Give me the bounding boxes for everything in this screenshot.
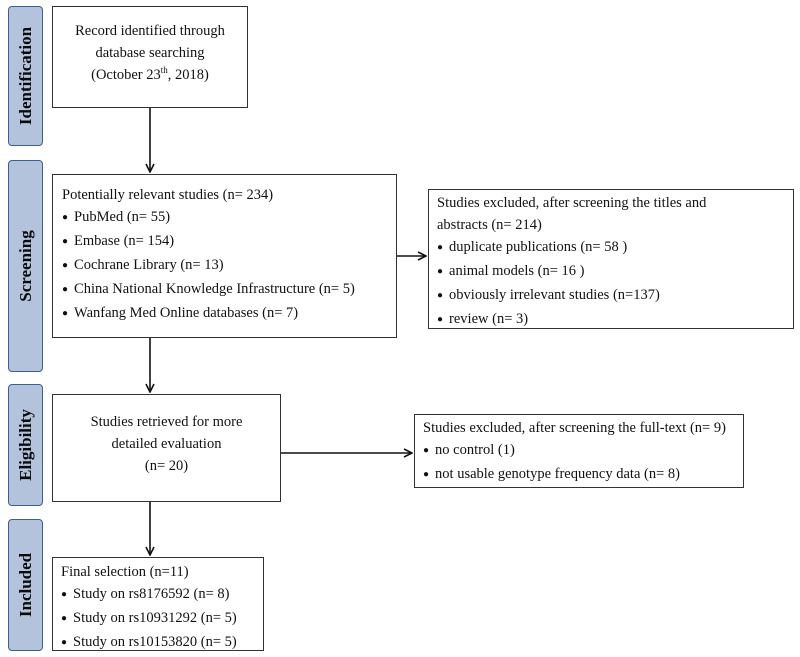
phase-screening: Screening <box>8 160 43 372</box>
screening-item-cochrane: Cochrane Library (n= 13) <box>62 254 396 278</box>
identification-date: (October 23th, 2018) <box>91 65 209 83</box>
screening-excluded-heading-2: abstracts (n= 214) <box>437 217 542 233</box>
identification-line-1: Record identified through <box>75 23 225 39</box>
eligibility-box: Studies retrieved for more detailed eval… <box>52 394 281 502</box>
eligibility-excluded-box: Studies excluded, after screening the fu… <box>414 414 744 488</box>
phase-included: Included <box>8 519 43 651</box>
screening-excluded-box: Studies excluded, after screening the ti… <box>428 189 794 329</box>
excluded-item-irrelevant: obviously irrelevant studies (n=137) <box>437 284 793 308</box>
included-box: Final selection (n=11) Study on rs817659… <box>52 557 264 651</box>
excluded-item-no-control: no control (1) <box>423 439 743 463</box>
eligibility-excluded-heading: Studies excluded, after screening the fu… <box>423 420 726 436</box>
phase-identification: Identification <box>8 6 43 146</box>
included-item-rs10931292: Study on rs10931292 (n= 5) <box>61 607 263 631</box>
phase-eligibility: Eligibility <box>8 384 43 506</box>
screening-item-cnki: China National Knowledge Infrastructure … <box>62 278 396 302</box>
eligibility-line-2: detailed evaluation <box>111 436 222 452</box>
excluded-item-duplicates: duplicate publications (n= 58 ) <box>437 236 793 260</box>
included-item-rs8176592: Study on rs8176592 (n= 8) <box>61 583 263 607</box>
included-item-rs10153820: Study on rs10153820 (n= 5) <box>61 631 263 655</box>
screening-item-pubmed: PubMed (n= 55) <box>62 206 396 230</box>
screening-item-embase: Embase (n= 154) <box>62 230 396 254</box>
screening-item-wanfang: Wanfang Med Online databases (n= 7) <box>62 302 396 326</box>
eligibility-line-1: Studies retrieved for more <box>90 414 243 430</box>
identification-line-2: database searching <box>95 45 205 61</box>
excluded-item-animal-models: animal models (n= 16 ) <box>437 260 793 284</box>
screening-excluded-heading-1: Studies excluded, after screening the ti… <box>437 195 707 211</box>
excluded-item-genotype-data: not usable genotype frequency data (n= 8… <box>423 463 743 487</box>
eligibility-count: (n= 20) <box>144 458 189 474</box>
screening-box: Potentially relevant studies (n= 234) Pu… <box>52 174 397 338</box>
excluded-item-review: review (n= 3) <box>437 308 793 332</box>
screening-heading: Potentially relevant studies (n= 234) <box>62 187 274 203</box>
included-heading: Final selection (n=11) <box>61 564 189 580</box>
identification-box: Record identified through database searc… <box>52 6 248 108</box>
